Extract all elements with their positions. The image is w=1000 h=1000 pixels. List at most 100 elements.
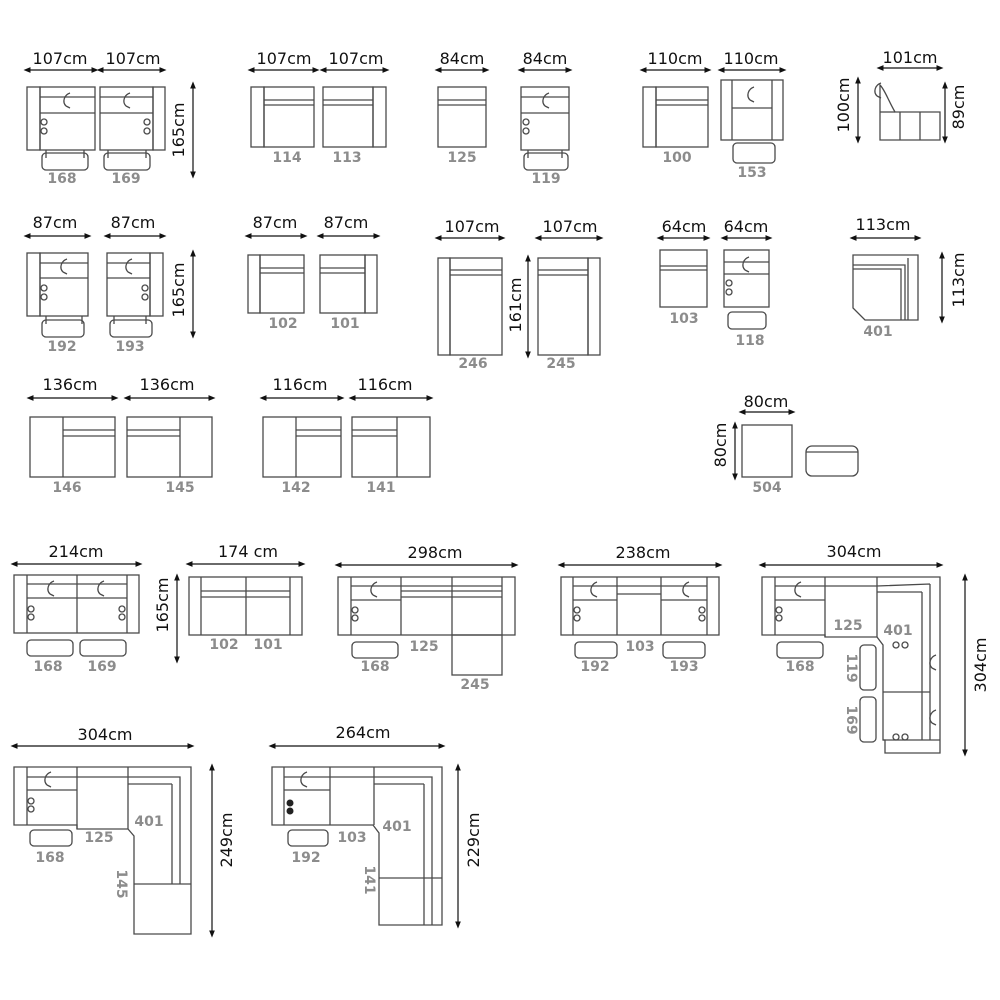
module-code-label: 401 [382, 819, 411, 835]
module-code-label: 141 [361, 865, 377, 894]
dimension-label: 136cm [140, 375, 195, 394]
dimension-label: 89cm [949, 85, 968, 130]
module-code-label: 119 [843, 653, 859, 682]
module-code-label: 103 [669, 311, 698, 327]
module-125 [437, 86, 487, 148]
module-168 [26, 86, 96, 171]
module-119 [520, 86, 570, 171]
module-code-label: 401 [883, 623, 912, 639]
module-code-label: 103 [337, 830, 366, 846]
dimension-label: 84cm [440, 49, 485, 68]
dimension-label: 110cm [648, 49, 703, 68]
module-192 [26, 252, 89, 338]
module-code-label: 168 [35, 850, 64, 866]
module-code-label: 192 [291, 850, 320, 866]
module-245 [537, 257, 601, 356]
combo-304-corner [761, 576, 941, 754]
module-114 [250, 86, 315, 148]
dimension-label: 107cm [106, 49, 161, 68]
dimension-label: 100cm [834, 78, 853, 133]
dimension-label: 113cm [856, 215, 911, 234]
module-code-label: 169 [111, 171, 140, 187]
module-102 [247, 254, 305, 314]
module-code-label: 145 [113, 869, 129, 898]
module-146 [29, 416, 116, 478]
module-code-label: 114 [272, 150, 301, 166]
module-142 [262, 416, 342, 478]
module-code-label: 125 [84, 830, 113, 846]
dimension-label: 101cm [883, 48, 938, 67]
dimension-label: 107cm [543, 217, 598, 236]
module-code-label: 125 [833, 618, 862, 634]
module-code-label: 168 [360, 659, 389, 675]
combo-264 [271, 766, 443, 926]
module-246 [437, 257, 503, 356]
module-code-label: 192 [580, 659, 609, 675]
dimension-label: 304cm [971, 638, 990, 693]
module-code-label: 245 [460, 677, 489, 693]
combo-238 [560, 576, 720, 659]
module-101 [319, 254, 378, 314]
dimension-label: 249cm [217, 813, 236, 868]
module-code-label: 193 [115, 339, 144, 355]
dimension-label: 87cm [324, 213, 369, 232]
dimension-label: 161cm [506, 278, 525, 333]
module-code-label: 101 [330, 316, 359, 332]
dimension-label: 64cm [724, 217, 769, 236]
module-code-label: 103 [625, 639, 654, 655]
dimension-label: 84cm [523, 49, 568, 68]
dimension-label: 136cm [43, 375, 98, 394]
module-code-label: 169 [87, 659, 116, 675]
dimension-label: 214cm [49, 542, 104, 561]
dimension-label: 107cm [445, 217, 500, 236]
dimension-label: 238cm [616, 543, 671, 562]
module-401 [852, 254, 919, 321]
dimension-label: 80cm [744, 392, 789, 411]
combo-174 [188, 576, 303, 636]
dimension-label: 304cm [78, 725, 133, 744]
module-169 [99, 86, 166, 171]
module-code-label: 118 [735, 333, 764, 349]
module-code-label: 401 [134, 814, 163, 830]
combo-298 [337, 576, 516, 676]
module-code-label: 101 [253, 637, 282, 653]
dimension-label: 165cm [153, 578, 172, 633]
module-code-label: 401 [863, 324, 892, 340]
module-code-label: 145 [165, 480, 194, 496]
module-113 [322, 86, 387, 148]
dimension-label: 64cm [662, 217, 707, 236]
module-code-label: 504 [752, 480, 781, 496]
module-code-label: 146 [52, 480, 81, 496]
module-101cm-profile [874, 82, 941, 141]
dimension-label: 107cm [33, 49, 88, 68]
module-code-label: 113 [332, 150, 361, 166]
module-153 [720, 79, 784, 164]
module-code-label: 119 [531, 171, 560, 187]
dimension-label: 107cm [329, 49, 384, 68]
dimension-label: 229cm [464, 813, 483, 868]
module-code-label: 169 [843, 705, 859, 734]
module-code-label: 100 [662, 150, 691, 166]
module-118 [723, 249, 770, 330]
module-100 [642, 86, 709, 148]
dimension-label: 80cm [711, 423, 730, 468]
combo-214 [13, 574, 140, 657]
dimension-label: 165cm [169, 103, 188, 158]
dimension-label: 113cm [949, 253, 968, 308]
module-code-label: 102 [209, 637, 238, 653]
dimension-label: 107cm [257, 49, 312, 68]
dimension-label: 174 cm [218, 542, 278, 561]
dimension-label: 110cm [724, 49, 779, 68]
dimension-label: 116cm [273, 375, 328, 394]
module-145 [126, 416, 213, 478]
module-103 [659, 249, 708, 308]
module-code-label: 168 [47, 171, 76, 187]
module-193 [106, 252, 164, 338]
module-code-label: 125 [409, 639, 438, 655]
module-code-label: 245 [546, 356, 575, 372]
combo-304-l [13, 766, 192, 935]
module-504 [741, 424, 859, 478]
module-code-label: 193 [669, 659, 698, 675]
dimension-label: 87cm [111, 213, 156, 232]
